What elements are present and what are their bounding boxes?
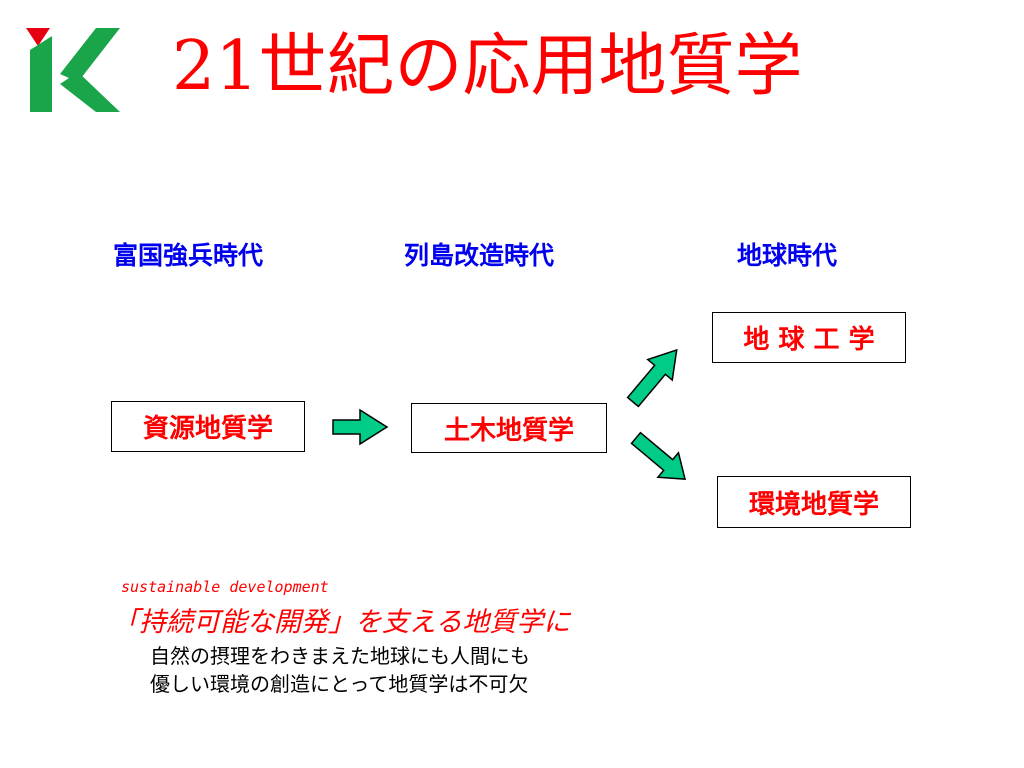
box-resource-geology: 資源地質学 — [111, 401, 305, 452]
logo-green-stroke-lower — [60, 72, 120, 112]
description-line-1: 自然の摂理をわきまえた地球にも人間にも — [150, 644, 530, 668]
box-civil-geology: 土木地質学 — [411, 403, 607, 453]
logo-red-wedge — [26, 28, 50, 46]
description-line-2: 優しい環境の創造にとって地質学は不可欠 — [150, 672, 529, 696]
logo-icon — [26, 28, 120, 112]
tagline: 「持続可能な開発」を支える地質学に — [112, 607, 571, 638]
arrow-right-icon — [332, 408, 389, 446]
sustainable-development-label: sustainable development — [121, 578, 329, 596]
box-environmental-geology: 環境地質学 — [717, 476, 911, 528]
page-title: 21世紀の応用地質学 — [172, 27, 803, 106]
arrow-down-right-icon — [630, 431, 687, 480]
era-label-archipelago: 列島改造時代 — [404, 241, 555, 270]
logo-green-stroke-left — [30, 36, 52, 112]
era-label-earth: 地球時代 — [737, 241, 838, 270]
box-earth-engineering: 地 球 工 学 — [712, 312, 906, 363]
era-label-wealth: 富国強兵時代 — [113, 241, 264, 270]
logo-green-stroke-upper — [60, 28, 120, 82]
arrow-up-right-icon — [626, 348, 678, 408]
